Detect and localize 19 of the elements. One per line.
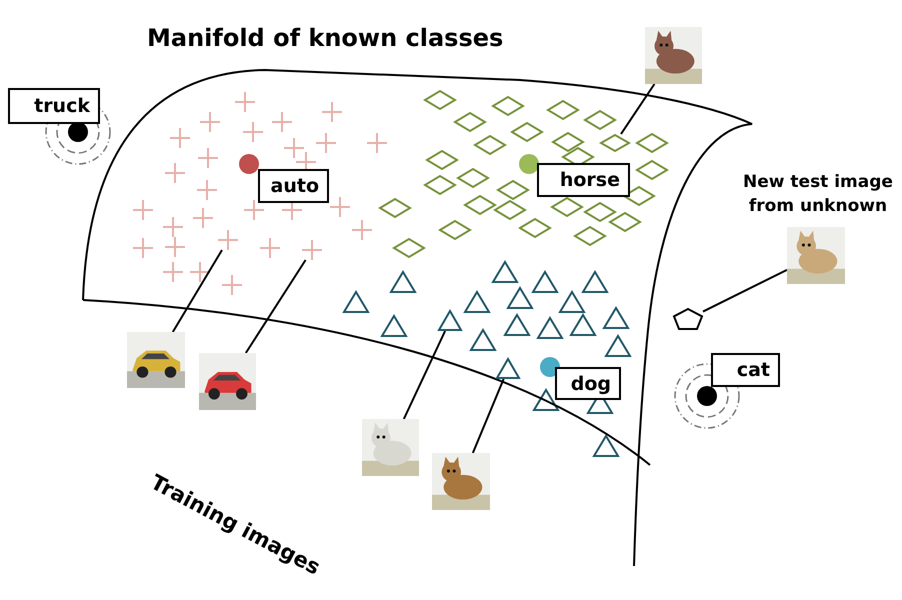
diagram-heading: Manifold of known classes [147, 24, 504, 52]
class-tag: cat [711, 353, 780, 387]
leader-line [172, 249, 223, 333]
triangle-marker [496, 358, 520, 379]
class-tag: auto [258, 169, 329, 203]
cross-marker [302, 240, 322, 260]
cross-marker [218, 230, 238, 250]
photo-thumbnail [787, 227, 845, 284]
leader-line [702, 268, 788, 312]
leader-line [244, 259, 306, 354]
annotation-text: New test image from unknown [742, 171, 894, 218]
leader-line [402, 330, 446, 420]
diamond-marker [600, 134, 630, 152]
leader-line [620, 83, 656, 135]
class-tag: horse [537, 163, 630, 197]
class-tag: dog [555, 367, 621, 400]
leader-line [472, 378, 505, 454]
triangle-marker [438, 310, 462, 331]
class-tag: truck [8, 88, 100, 124]
